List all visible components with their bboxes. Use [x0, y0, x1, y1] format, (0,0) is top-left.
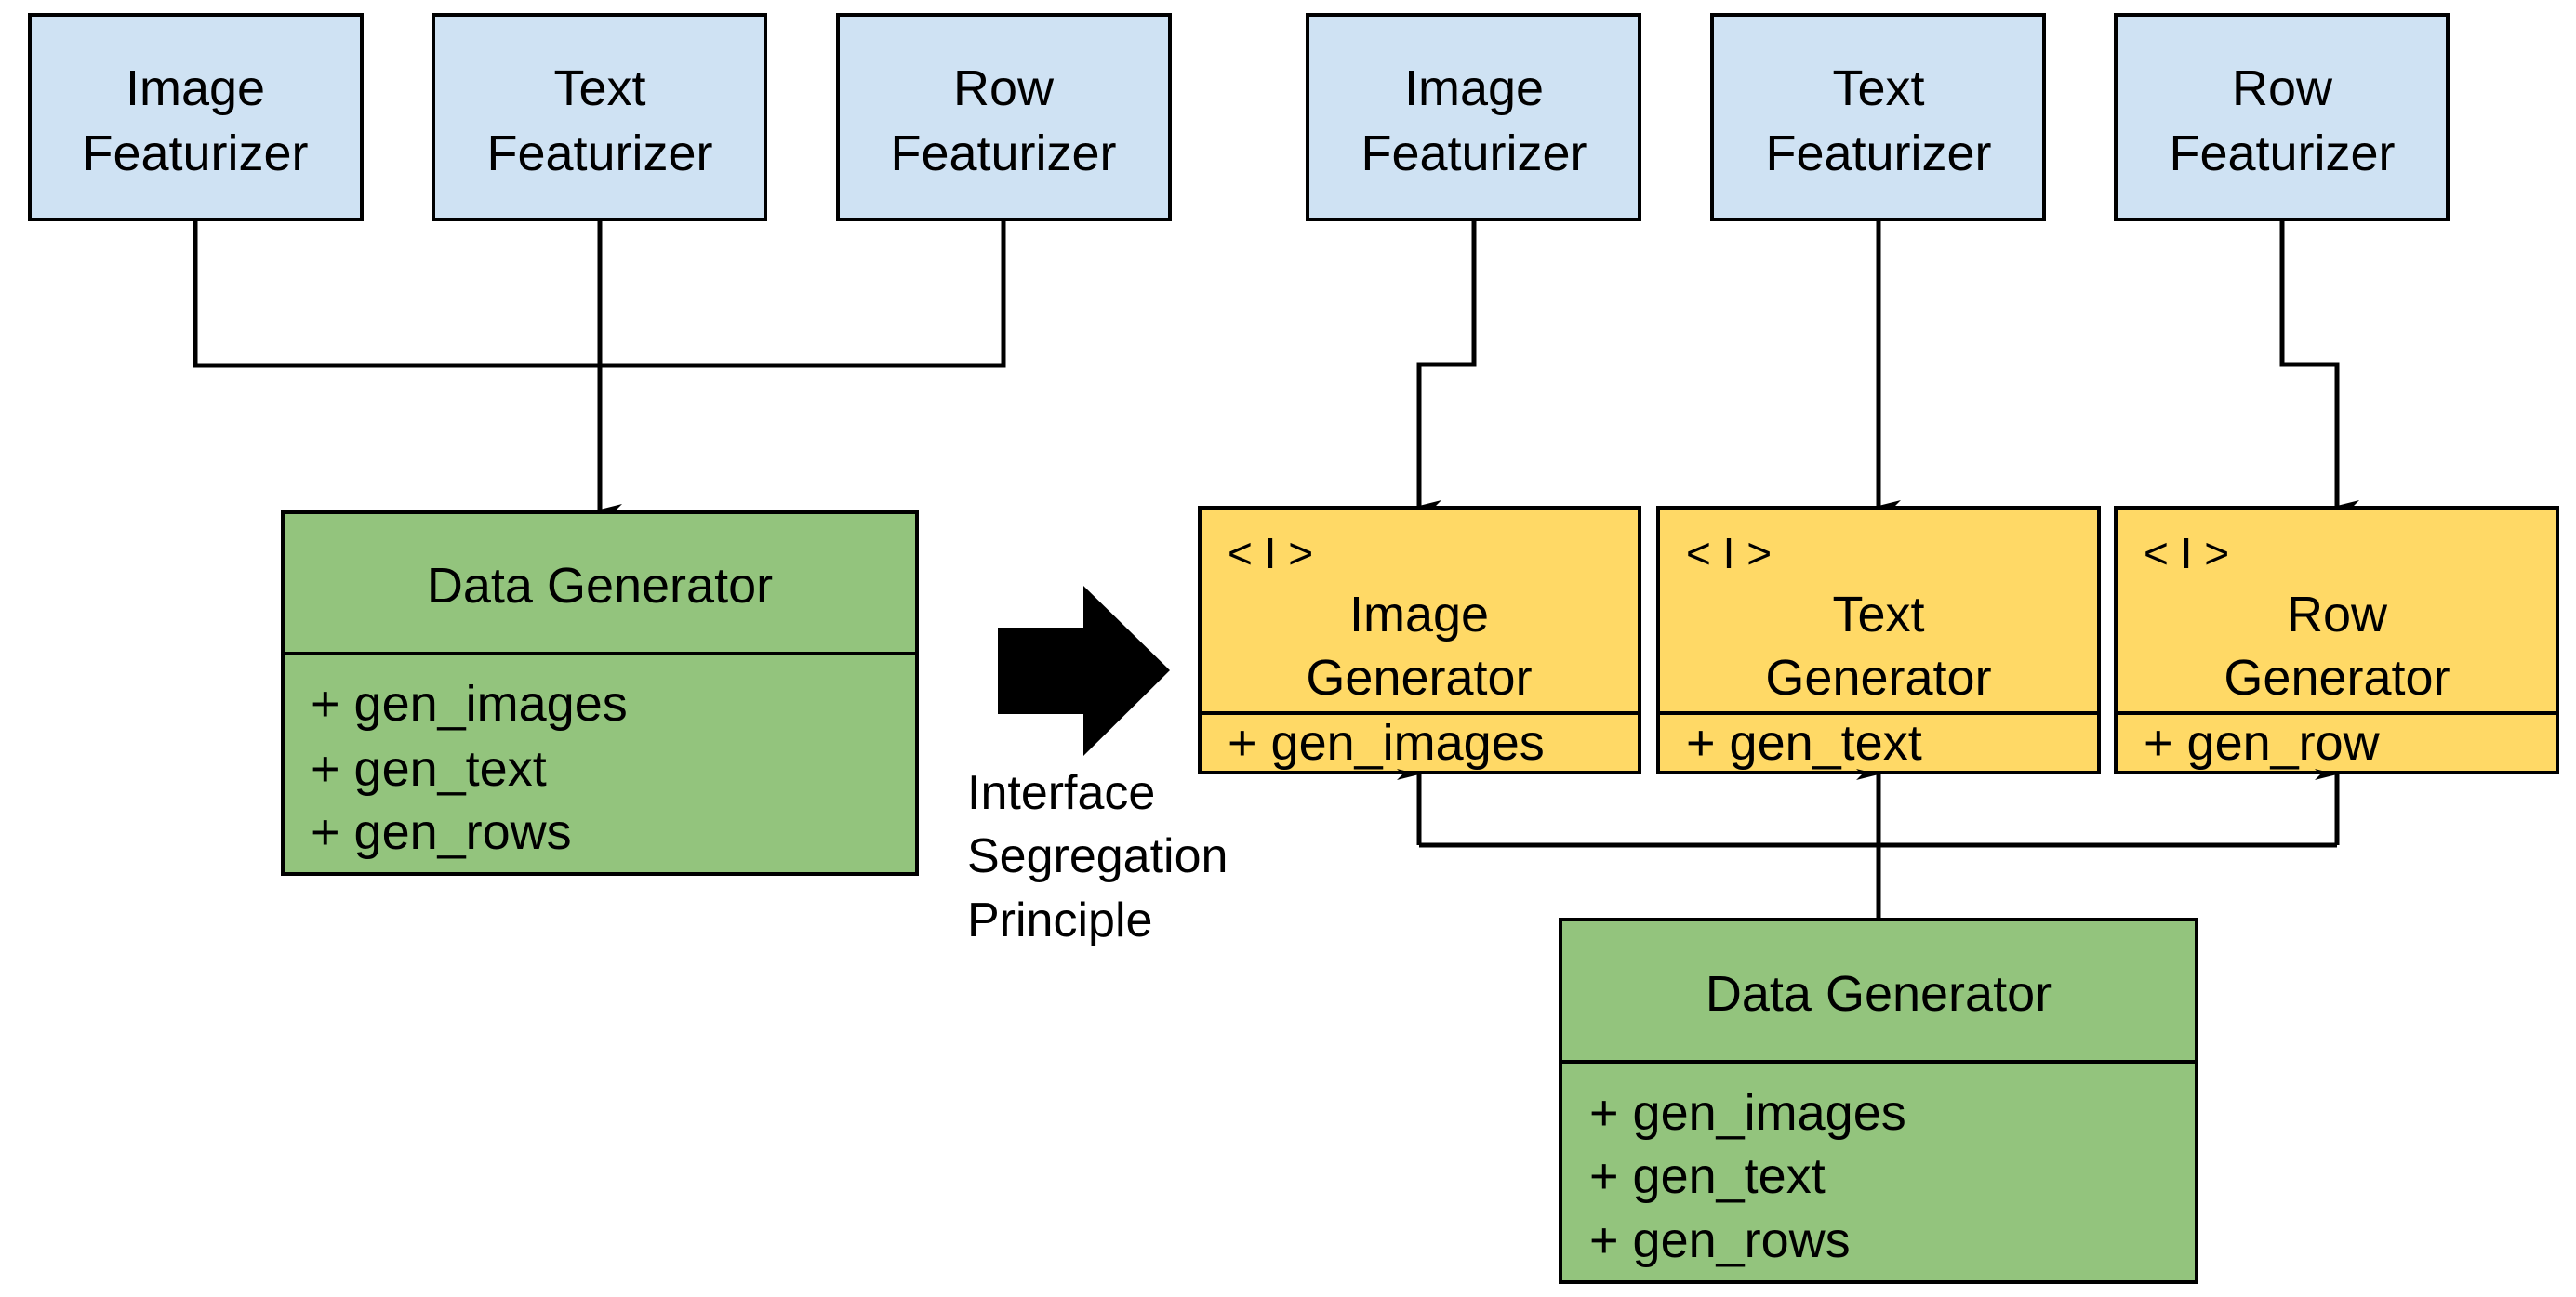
interface-stereotype-icon: < I >	[2144, 529, 2229, 577]
interface-text-generator[interactable]: < I > Text Generator + gen_text	[1656, 506, 2101, 774]
right-featurizer-text[interactable]: Text Featurizer	[1710, 13, 2046, 221]
class-title: Data Generator	[1706, 966, 2052, 1022]
featurizer-box	[1710, 13, 2046, 221]
interface-title-line1: Text	[1832, 587, 1924, 642]
interface-image-generator[interactable]: < I > Image Generator + gen_images	[1198, 506, 1641, 774]
class-title: Data Generator	[427, 558, 773, 614]
interface-title-line2: Generator	[1765, 650, 1991, 706]
interface-stereotype-icon: < I >	[1228, 529, 1313, 577]
featurizer-box	[28, 13, 364, 221]
featurizer-label-line2: Featurizer	[2169, 126, 2395, 181]
interface-row-generator[interactable]: < I > Row Generator + gen_row	[2114, 506, 2559, 774]
right-arrow-icon	[998, 586, 1170, 756]
interface-title-line2: Generator	[2224, 650, 2450, 706]
method-item: + gen_text	[1686, 715, 1922, 771]
featurizer-label-line1: Text	[1832, 60, 1924, 116]
principle-label-line2: Segregation	[967, 829, 1228, 883]
arrow-row-featurizer-to-interface	[2279, 219, 2359, 511]
interface-title-line1: Row	[2287, 587, 2388, 642]
method-item: + gen_text	[311, 741, 547, 797]
featurizer-box	[836, 13, 1172, 221]
left-featurizer-text[interactable]: Text Featurizer	[432, 13, 767, 221]
interface-box	[1198, 506, 1641, 774]
method-item: + gen_images	[1589, 1085, 1906, 1141]
left-data-generator[interactable]: Data Generator + gen_images + gen_text +…	[281, 510, 919, 876]
interface-title-line1: Image	[1349, 587, 1489, 642]
method-item: + gen_images	[311, 676, 628, 732]
right-top-connectors	[1416, 219, 2359, 511]
left-featurizer-row[interactable]: Row Featurizer	[836, 13, 1172, 221]
featurizer-label-line1: Image	[126, 60, 265, 116]
method-item: + gen_images	[1228, 715, 1545, 771]
featurizer-label-line2: Featurizer	[1765, 126, 1991, 181]
featurizer-label-line1: Row	[2232, 60, 2333, 116]
featurizer-label-line1: Text	[553, 60, 645, 116]
featurizer-label-line2: Featurizer	[890, 126, 1116, 181]
method-item: + gen_rows	[311, 804, 572, 860]
right-data-generator[interactable]: Data Generator + gen_images + gen_text +…	[1559, 918, 2198, 1284]
generator-box	[281, 510, 919, 876]
right-featurizer-row[interactable]: Row Featurizer	[2114, 13, 2450, 221]
arrow-image-featurizer-to-interface	[1416, 219, 1477, 511]
left-connectors	[193, 219, 1006, 515]
featurizer-label-line2: Featurizer	[486, 126, 712, 181]
method-item: + gen_text	[1589, 1148, 1826, 1204]
featurizer-label-line1: Row	[953, 60, 1055, 116]
featurizer-label-line2: Featurizer	[1361, 126, 1587, 181]
interface-title-line2: Generator	[1306, 650, 1532, 706]
featurizer-box	[2114, 13, 2450, 221]
right-featurizer-image[interactable]: Image Featurizer	[1306, 13, 1641, 221]
featurizer-box	[1306, 13, 1641, 221]
method-item: + gen_row	[2144, 715, 2381, 771]
method-item: + gen_rows	[1589, 1212, 1851, 1268]
principle-label-line3: Principle	[967, 893, 1152, 947]
principle-label-line1: Interface	[967, 766, 1155, 820]
generator-box	[1559, 918, 2198, 1284]
interface-box	[1656, 506, 2101, 774]
left-featurizer-image[interactable]: Image Featurizer	[28, 13, 364, 221]
right-bottom-connectors	[1397, 769, 2340, 920]
interface-box	[2114, 506, 2559, 774]
featurizer-box	[432, 13, 767, 221]
interface-stereotype-icon: < I >	[1686, 529, 1772, 577]
transition: Interface Segregation Principle	[967, 586, 1228, 947]
featurizer-label-line2: Featurizer	[82, 126, 308, 181]
featurizer-label-line1: Image	[1404, 60, 1544, 116]
